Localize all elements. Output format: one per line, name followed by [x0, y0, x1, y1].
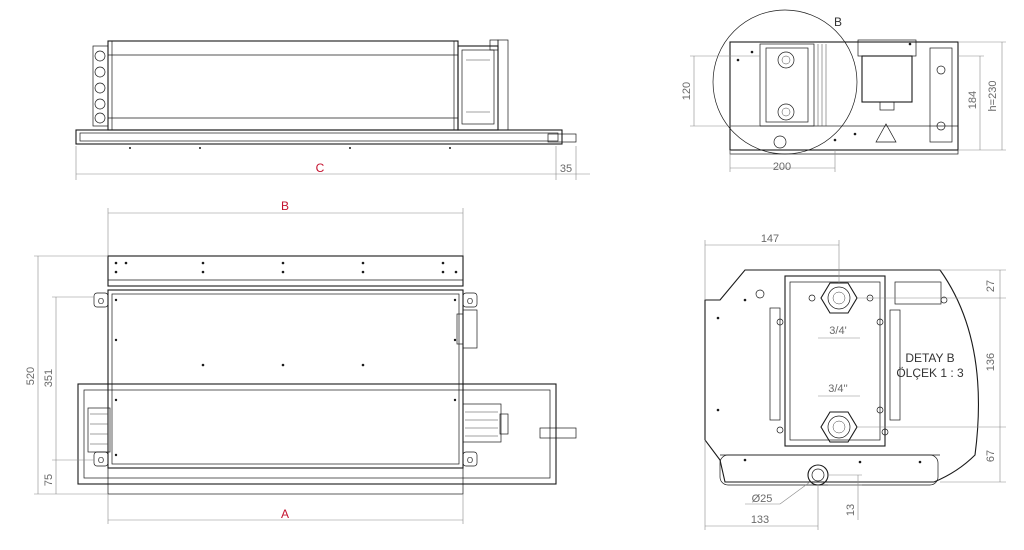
- dim-184-label: 184: [967, 91, 979, 109]
- svg-text:O: O: [467, 456, 473, 465]
- svg-text:O: O: [98, 297, 104, 306]
- svg-text:O: O: [467, 297, 473, 306]
- detail-scale: ÖLÇEK 1 : 3: [896, 366, 964, 380]
- detail-b-callout: B: [834, 15, 842, 29]
- pipe-size-bottom: 3/4'': [828, 383, 848, 395]
- dim-200-label: 200: [773, 161, 791, 173]
- dim-520-label: 520: [25, 367, 37, 385]
- dim-147-label: 147: [761, 233, 779, 245]
- detail-title: DETAY B: [905, 351, 954, 365]
- dim-dia25-label: Ø25: [752, 493, 773, 505]
- svg-text:O: O: [98, 456, 104, 465]
- dim-351-label: 351: [43, 369, 55, 387]
- dim-h230-label: h=230: [987, 81, 999, 112]
- dim-136-label: 136: [985, 353, 997, 371]
- dim-27-label: 27: [985, 280, 997, 292]
- dim-120-label: 120: [681, 82, 693, 100]
- dim-75-label: 75: [43, 474, 55, 486]
- pipe-size-top: 3/4': [829, 325, 846, 337]
- dim-c-label: C: [316, 161, 325, 175]
- dim-a-label: A: [281, 507, 289, 521]
- dim-13-label: 13: [845, 504, 857, 516]
- top-view: B O O O O: [25, 199, 577, 524]
- dim-67-label: 67: [985, 450, 997, 462]
- detail-b-view: 3/4' 3/4'' DETAY B ÖLÇEK 1 : 3 147 27 13…: [704, 233, 1006, 530]
- front-view: B 120 200: [681, 9, 1006, 173]
- detail-b-circle: [712, 9, 858, 155]
- dim-35-label: 35: [560, 163, 572, 175]
- side-view: C 35: [75, 39, 590, 180]
- dim-133-label: 133: [751, 514, 769, 526]
- dim-b-label: B: [281, 199, 289, 213]
